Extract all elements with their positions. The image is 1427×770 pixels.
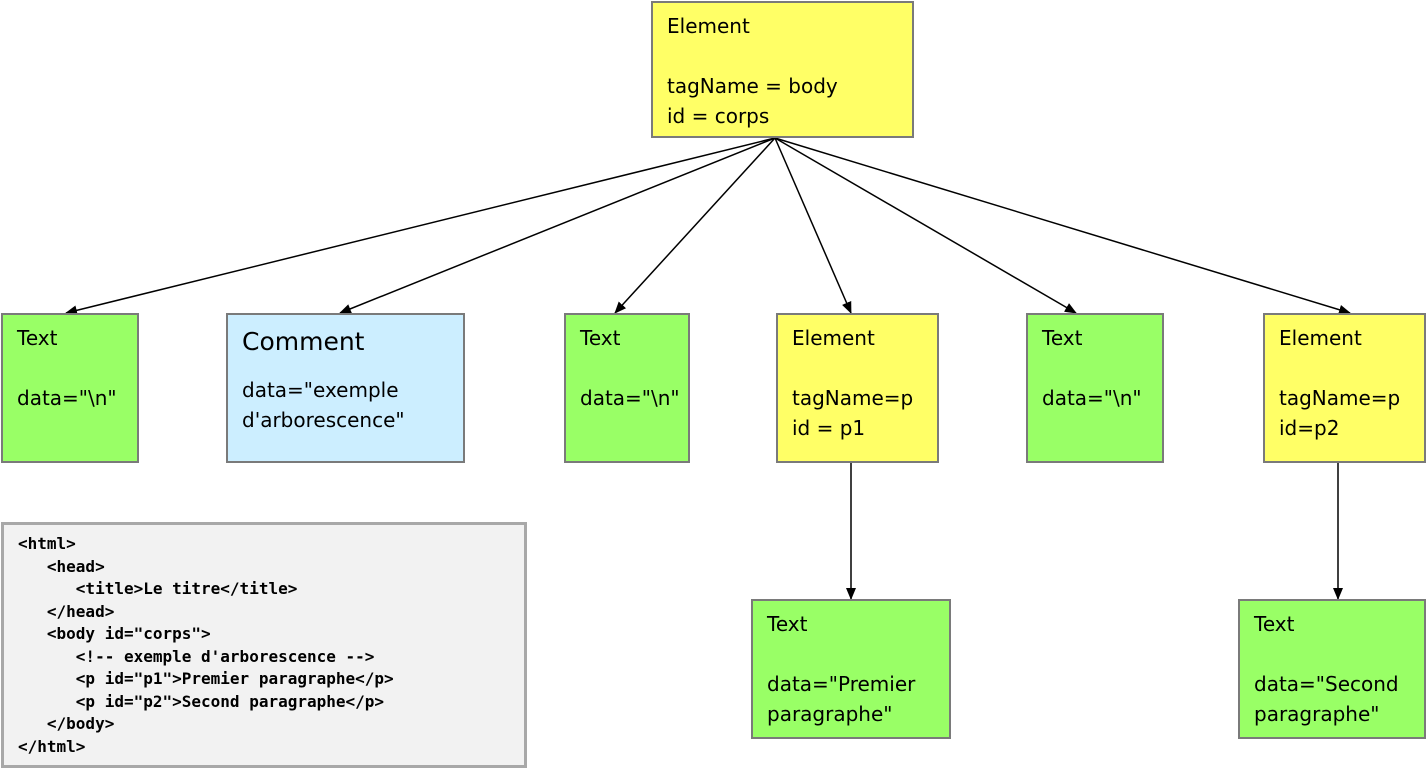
code-line: <html> xyxy=(18,534,76,553)
node-data: data="\n" xyxy=(1042,386,1142,410)
text-node-premier-paragraphe: Text data="Premier paragraphe" xyxy=(751,599,951,739)
node-data-line2: paragraphe" xyxy=(767,702,893,726)
edge-root-text3 xyxy=(774,137,1077,314)
node-id: id = p1 xyxy=(792,416,866,440)
text-node-newline-1: Text data="\n" xyxy=(1,313,139,463)
code-line: </body> xyxy=(18,714,115,733)
node-data-line2: d'arborescence" xyxy=(242,408,405,432)
node-tagname: tagName = body xyxy=(667,74,838,98)
node-type-label: Element xyxy=(792,326,875,350)
element-node-p2: Element tagName=p id=p2 xyxy=(1263,313,1426,463)
element-node-body: Element tagName = body id = corps xyxy=(651,1,914,138)
node-id: id = corps xyxy=(667,104,770,128)
text-node-newline-3: Text data="\n" xyxy=(1026,313,1164,463)
node-type-label: Element xyxy=(667,14,750,38)
node-data-line1: data="Second xyxy=(1254,672,1399,696)
node-type-label: Text xyxy=(767,612,808,636)
edge-root-p1 xyxy=(774,137,852,314)
comment-node: Comment data="exemple d'arborescence" xyxy=(226,313,465,463)
node-data: data="\n" xyxy=(17,386,117,410)
node-type-label: Text xyxy=(580,326,621,350)
node-type-label: Text xyxy=(1254,612,1295,636)
code-line: <p id="p1">Premier paragraphe</p> xyxy=(18,669,394,688)
node-data-line1: data="Premier xyxy=(767,672,916,696)
node-tagname: tagName=p xyxy=(1279,386,1401,410)
node-data-line1: data="exemple xyxy=(242,378,399,402)
code-line: </head> xyxy=(18,601,115,621)
node-type-label: Comment xyxy=(242,327,365,356)
node-tagname: tagName=p xyxy=(792,386,914,410)
code-line: <title>Le titre</title> xyxy=(18,579,298,598)
code-line: <p id="p2">Second paragraphe</p> xyxy=(18,691,385,711)
edge-root-text1 xyxy=(65,137,776,316)
edge-root-p2 xyxy=(774,137,1351,315)
element-node-p1: Element tagName=p id = p1 xyxy=(776,313,939,463)
html-source-code-box: <html> <head> <title>Le titre</title> </… xyxy=(1,522,527,768)
code-line: <head> xyxy=(18,556,105,576)
node-data-line2: paragraphe" xyxy=(1254,702,1380,726)
node-type-label: Text xyxy=(17,326,58,350)
edge-root-text2 xyxy=(614,137,776,314)
node-type-label: Element xyxy=(1279,326,1362,350)
text-node-newline-2: Text data="\n" xyxy=(564,313,690,463)
node-data: data="\n" xyxy=(580,386,680,410)
node-id: id=p2 xyxy=(1279,416,1340,440)
code-line: <!-- exemple d'arborescence --> xyxy=(18,646,375,666)
node-type-label: Text xyxy=(1042,326,1083,350)
code-line: <body id="corps"> xyxy=(18,624,211,643)
edge-root-comment xyxy=(339,137,776,314)
code-line: </html> xyxy=(18,736,86,756)
text-node-second-paragraphe: Text data="Second paragraphe" xyxy=(1238,599,1426,739)
